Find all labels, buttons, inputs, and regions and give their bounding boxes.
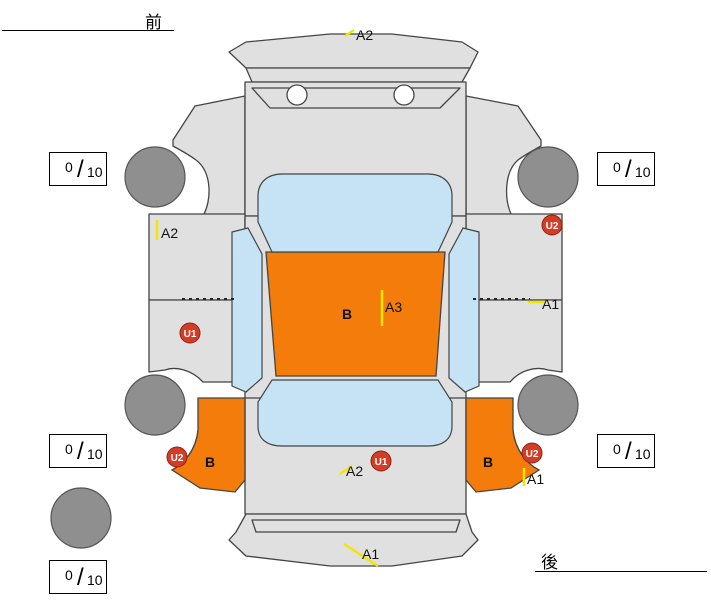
- rear-window: [257, 379, 453, 447]
- rear-left-tire-score: 0 / 10: [49, 434, 107, 468]
- front-right-tire: [517, 146, 579, 208]
- front-label: 前: [145, 13, 162, 32]
- left-front-fender-code: A2: [161, 225, 178, 241]
- score-value: 0: [65, 567, 73, 583]
- front-left-tire: [124, 146, 186, 208]
- score-slash: /: [77, 438, 84, 465]
- windshield: [257, 173, 453, 253]
- roof-code-a: A3: [385, 299, 402, 315]
- roof-code-b: B: [342, 306, 352, 322]
- right-rear-quarter-code: A1: [527, 471, 544, 487]
- left-side-glass: [231, 227, 263, 393]
- spare-tire-score: 0 / 10: [49, 560, 107, 594]
- dent-marker-left-rear-quarter: U2: [166, 446, 188, 468]
- hood-inner: [251, 87, 461, 109]
- right-side-glass: [448, 227, 480, 393]
- rear-label: 後: [541, 553, 558, 572]
- score-max: 10: [635, 446, 651, 462]
- dent-marker-rear-panel: U1: [370, 450, 392, 472]
- front-bumper: [228, 33, 479, 69]
- svg-text:U2: U2: [546, 221, 559, 232]
- spare-tire: [50, 487, 112, 549]
- rear-right-tire-score: 0 / 10: [597, 434, 655, 468]
- front-left-tire-score: 0 / 10: [49, 152, 107, 186]
- rear-bumper-code: A1: [362, 546, 379, 562]
- score-slash: /: [625, 438, 632, 465]
- score-value: 0: [65, 159, 73, 175]
- front-bumper-code-mark: [344, 28, 355, 38]
- score-max: 10: [635, 164, 651, 180]
- right-rear-door: [465, 299, 563, 383]
- front-bumper-code: A2: [356, 27, 373, 43]
- rear-bumper-inner: [251, 519, 461, 533]
- score-max: 10: [87, 572, 103, 588]
- score-value: 0: [65, 441, 73, 457]
- right-rear-quarter-damaged: [465, 397, 541, 493]
- rear-bumper-code-mark: [343, 542, 379, 568]
- left-front-fender: [172, 95, 246, 217]
- front-grille: [245, 67, 471, 83]
- dent-marker-left-rear-door: U1: [179, 322, 201, 344]
- score-slash: /: [77, 156, 84, 183]
- dent-marker-right-rear-quarter: U2: [521, 442, 543, 464]
- svg-text:U2: U2: [171, 453, 184, 464]
- right-headlight: [393, 84, 415, 106]
- left-headlight: [286, 84, 308, 106]
- svg-text:U2: U2: [526, 449, 539, 460]
- rear-left-tire: [124, 374, 186, 436]
- left-rear-quarter-code: B: [205, 454, 215, 470]
- roof-damaged: [265, 251, 446, 377]
- dent-marker-right-front-door: U2: [541, 214, 563, 236]
- front-right-tire-score: 0 / 10: [597, 152, 655, 186]
- svg-text:U1: U1: [184, 329, 197, 340]
- svg-text:U1: U1: [375, 457, 388, 468]
- rear-panel-code: A2: [346, 463, 363, 479]
- dent-markers: U1 U2 U2 U1 U2: [166, 214, 563, 472]
- rear-right-tire: [517, 374, 579, 436]
- rear-panel-code-mark: [339, 464, 353, 476]
- score-slash: /: [625, 156, 632, 183]
- score-max: 10: [87, 164, 103, 180]
- score-value: 0: [613, 441, 621, 457]
- score-slash: /: [77, 564, 84, 591]
- left-rear-door: [148, 299, 246, 383]
- score-value: 0: [613, 159, 621, 175]
- rear-underline: [535, 571, 707, 572]
- right-rear-quarter-code-b: B: [483, 454, 493, 470]
- right-front-door-code: A1: [542, 296, 559, 312]
- front-underline: [2, 30, 174, 31]
- score-max: 10: [87, 446, 103, 462]
